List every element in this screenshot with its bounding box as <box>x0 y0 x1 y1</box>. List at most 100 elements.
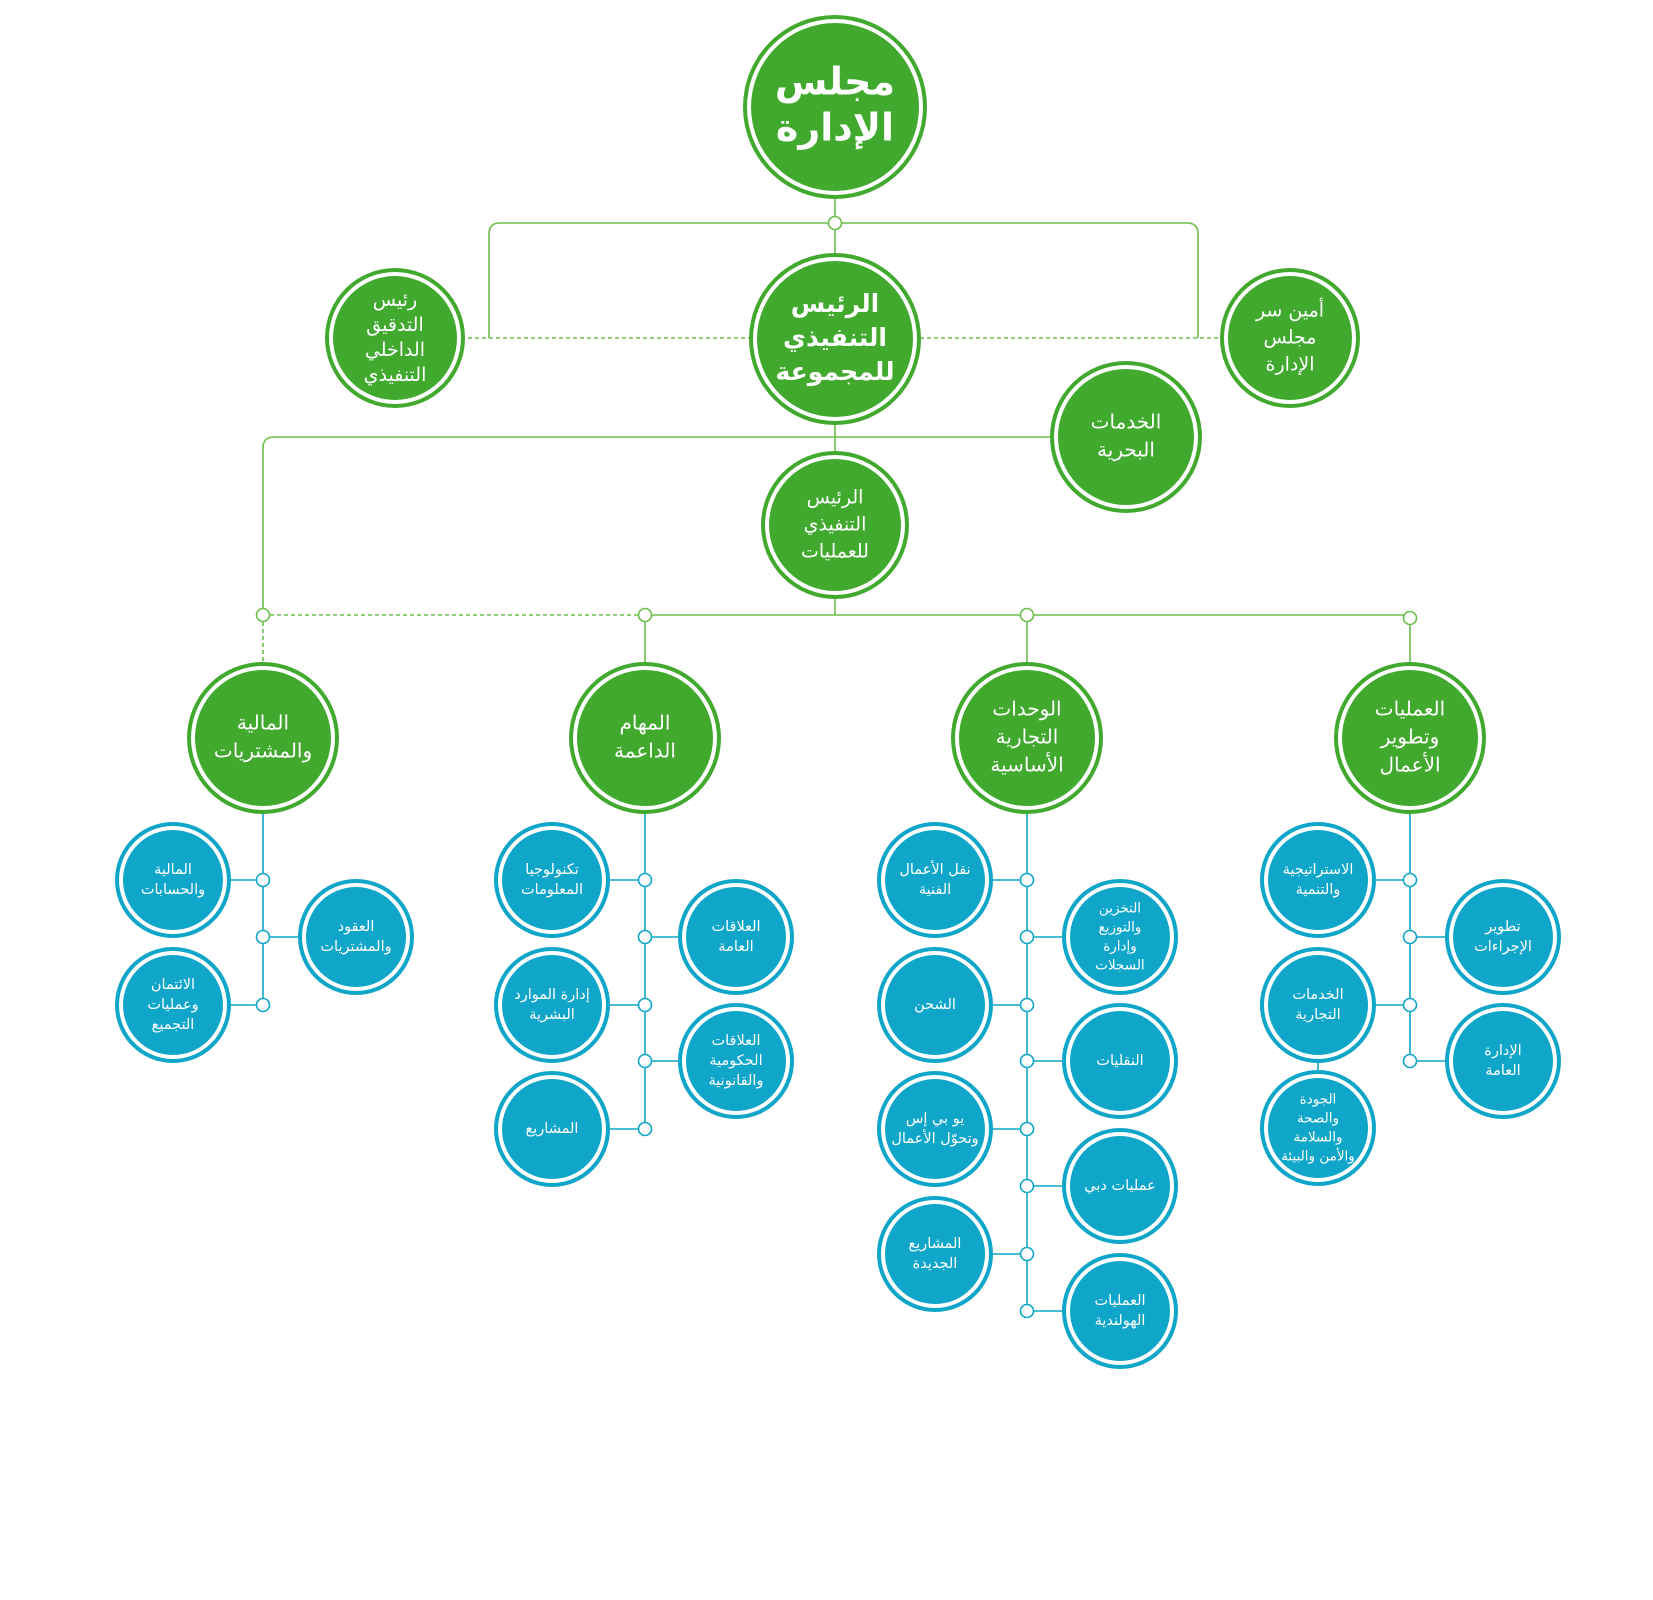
public-relations-unit-label-line: العلاقات <box>711 919 760 935</box>
contracts-procurement-unit: العقود والمشتريات <box>298 879 414 995</box>
coo-node-disc <box>769 459 901 591</box>
storage-distribution-unit-disc <box>1070 887 1170 987</box>
connector-dot <box>255 607 271 623</box>
storage-distribution-unit-label-line: التخزين <box>1099 901 1141 917</box>
contracts-procurement-unit-label-line: والمشتريات <box>320 939 391 955</box>
finance-accounts-unit-label-line: المالية <box>154 862 192 878</box>
storage-distribution-unit-label-line: السجلات <box>1095 958 1144 974</box>
group-ceo-node-label-line: التنفيذي <box>783 323 887 353</box>
general-administration-unit-label-line: العامة <box>1485 1063 1520 1079</box>
new-projects-unit-label-line: المشاريع <box>909 1236 962 1252</box>
connector-dot <box>1402 929 1418 945</box>
board-node-label-line: مجلس <box>775 60 895 104</box>
connector-dot <box>637 929 653 945</box>
marine-services-node-label-line: البحرية <box>1097 438 1155 462</box>
board-secretary-node-disc <box>1228 276 1352 400</box>
core-business-node-label-line: التجارية <box>996 725 1059 749</box>
dutch-operations-unit-label-line: الهولندية <box>1095 1313 1146 1329</box>
connector-dot <box>637 1053 653 1069</box>
group-ceo-node-label-line: للمجموعة <box>775 357 894 387</box>
public-relations-unit-label-line: العامة <box>718 939 753 955</box>
core-business-node-disc <box>959 670 1095 806</box>
gov-legal-relations-unit-disc <box>686 1011 786 1111</box>
contracts-procurement-unit-label-line: العقود <box>338 919 375 935</box>
group-ceo-node-label-line: الرئيس <box>791 289 879 319</box>
freight-unit: الشحن <box>877 947 993 1063</box>
strategy-development-unit-disc <box>1268 830 1368 930</box>
marine-services-node-disc <box>1058 369 1194 505</box>
connector-dot <box>637 872 653 888</box>
public-relations-unit: العلاقات العامة <box>678 879 794 995</box>
gov-legal-relations-unit-label-line: العلاقات <box>711 1033 760 1049</box>
finance-procurement-node-label-line: المالية <box>237 711 289 735</box>
procedures-development-unit-disc <box>1453 887 1553 987</box>
procedures-development-unit-label-line: تطوير <box>1484 919 1520 935</box>
procedures-development-unit-label-line: الإجراءات <box>1474 939 1532 955</box>
credit-collection-unit-label-line: التجميع <box>152 1017 195 1033</box>
connector-dots <box>255 215 1418 1319</box>
connector-dot <box>1019 1178 1035 1194</box>
dutch-operations-unit-label-line: العمليات <box>1094 1293 1145 1309</box>
operations-development-node-disc <box>1342 670 1478 806</box>
connector-dot <box>637 997 653 1013</box>
procedures-development-unit: تطوير الإجراءات <box>1445 879 1561 995</box>
marine-services-node-label-line: الخدمات <box>1091 410 1162 434</box>
operations-development-node-label-line: وتطوير <box>1380 725 1440 749</box>
connector-dot <box>255 872 271 888</box>
general-administration-unit-disc <box>1453 1011 1553 1111</box>
dutch-operations-unit: العمليات الهولندية <box>1062 1253 1178 1369</box>
core-business-node-label-line: الوحدات <box>992 697 1061 721</box>
finance-procurement-node: المالية والمشتريات <box>187 662 339 814</box>
storage-distribution-unit-label-line: والتوزيع <box>1099 920 1142 936</box>
ups-transformation-unit-label-line: وتحوّل الأعمال <box>891 1129 978 1147</box>
qhsse-unit-disc <box>1268 1078 1368 1178</box>
credit-collection-unit-disc <box>123 955 223 1055</box>
qhsse-unit-label-line: الجودة <box>1300 1092 1337 1108</box>
group-ceo-node-disc <box>757 261 913 417</box>
internal-audit-node-label-line: رئيس <box>373 289 417 311</box>
it-unit-label-line: تكنولوجيا <box>525 862 579 878</box>
audit-bracket <box>488 222 835 338</box>
connector-dot <box>1019 1303 1035 1319</box>
connector-dot <box>1019 997 1035 1013</box>
connector-dot <box>255 997 271 1013</box>
left-drop-line <box>262 436 1052 615</box>
finance-procurement-node-disc <box>195 670 331 806</box>
qhsse-unit-label-line: والصحة <box>1297 1111 1339 1127</box>
internal-audit-node-label-line: التنفيذي <box>364 364 427 386</box>
org-nodes: مجلسالإدارةالرئيسالتنفيذيللمجموعةرئيسالت… <box>115 15 1561 1369</box>
transport-unit: النقليات <box>1062 1003 1178 1119</box>
gov-legal-relations-unit-label-line: الحكومية <box>709 1053 762 1069</box>
technical-moves-unit-label-line: الفنية <box>919 882 951 898</box>
support-functions-node-label-line: الداعمة <box>614 739 676 763</box>
finance-accounts-unit-disc <box>123 830 223 930</box>
coo-node-label-line: التنفيذي <box>804 514 867 536</box>
credit-collection-unit-label-line: وعمليات <box>147 997 198 1013</box>
it-unit-label-line: المعلومات <box>521 882 583 898</box>
connector-dot <box>827 215 843 231</box>
commercial-services-unit-label-line: الخدمات <box>1292 987 1343 1003</box>
board-secretary-node-label-line: الإدارة <box>1266 354 1315 376</box>
technical-moves-unit-label-line: نقل الأعمال <box>899 860 970 878</box>
qhsse-unit-label-line: والأمن والبيئة <box>1281 1148 1355 1165</box>
strategy-development-unit-label-line: الاستراتيجية <box>1283 862 1354 878</box>
connector-dot <box>1019 1246 1035 1262</box>
hr-unit-label-line: إدارة الموارد <box>514 987 590 1003</box>
finance-procurement-node-label-line: والمشتريات <box>214 739 312 763</box>
board-secretary-node-label-line: مجلس <box>1264 327 1317 349</box>
dutch-operations-unit-disc <box>1070 1261 1170 1361</box>
coo-node-label-line: الرئيس <box>807 487 864 509</box>
general-administration-unit-label-line: الإدارة <box>1484 1043 1521 1059</box>
connector-dot <box>1019 1121 1035 1137</box>
connector-dot <box>255 929 271 945</box>
